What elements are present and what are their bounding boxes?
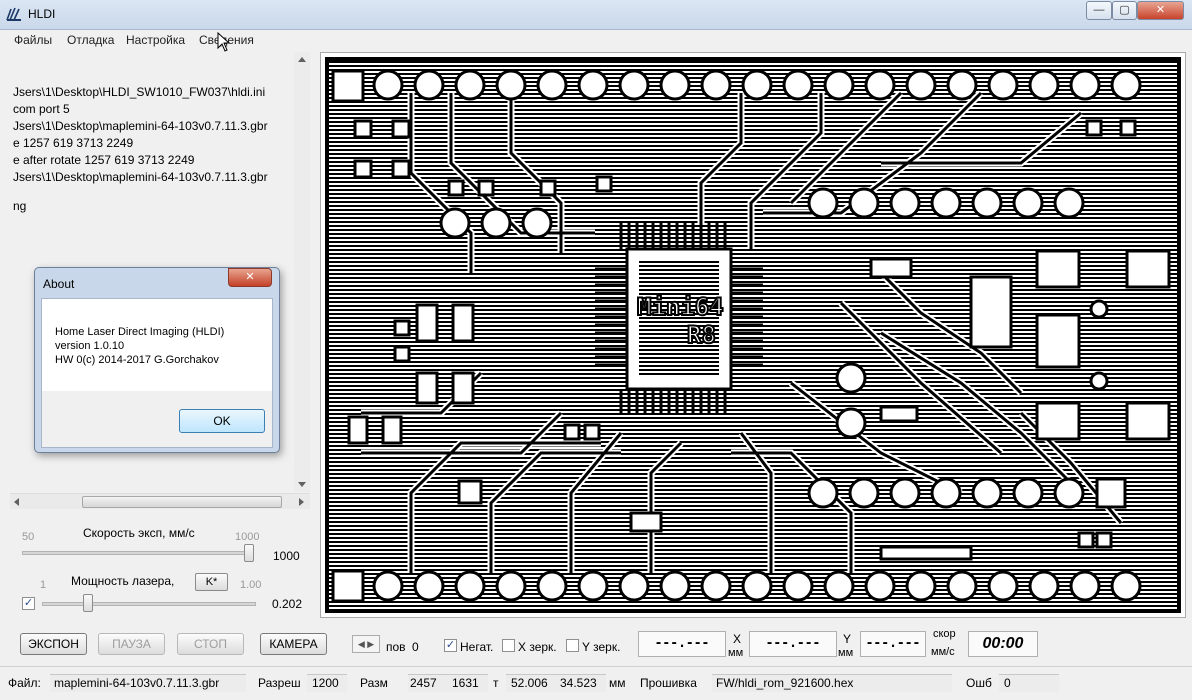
minimize-button[interactable]: —	[1086, 1, 1112, 20]
power-label: Мощность лазера,	[71, 574, 175, 588]
log-line: ng	[13, 199, 27, 213]
speed-value: 1000	[273, 549, 300, 563]
status-file-value: maplemini-64-103v0.7.11.3.gbr	[54, 676, 220, 690]
y-readout: ---.---	[749, 631, 837, 657]
status-firmware-value: FW/hldi_rom_921600.hex	[716, 676, 854, 690]
status-firmware-label: Прошивка	[640, 676, 697, 690]
status-t-label: т	[493, 676, 499, 690]
rotation-label: пов	[386, 640, 406, 654]
speed-max-label: 1000	[235, 531, 260, 543]
mirror-x-label: X зерк.	[518, 640, 557, 654]
dialog-message-area: Home Laser Direct Imaging (HLDI) version…	[42, 299, 272, 391]
log-line: Jsers\1\Desktop\HLDI_SW1010_FW037\hldi.i…	[13, 85, 266, 99]
status-dim-height: 34.523	[560, 676, 597, 690]
mirror-y-label: Y зерк.	[582, 640, 621, 654]
log-line: Jsers\1\Desktop\maplemini-64-103v0.7.11.…	[13, 170, 268, 184]
status-field	[408, 674, 488, 692]
expose-button[interactable]: ЭКСПОН	[20, 633, 87, 655]
log-line: Jsers\1\Desktop\maplemini-64-103v0.7.11.…	[13, 119, 268, 133]
scroll-right-icon[interactable]	[296, 497, 306, 507]
dialog-close-button[interactable]: ✕	[228, 268, 272, 287]
dialog-text-line: HW 0(c) 2014-2017 G.Gorchakov	[55, 354, 219, 366]
speed-readout-unit: мм/с	[931, 646, 955, 658]
title-bar: HLDI — ▢ ✕	[0, 0, 1192, 30]
speed-readout-label: скор	[933, 628, 956, 640]
mirror-x-checkbox[interactable]	[502, 639, 515, 652]
log-vertical-scrollbar[interactable]	[294, 52, 310, 492]
speed-readout: ---.---	[860, 631, 926, 657]
window-title: HLDI	[28, 7, 56, 21]
menu-bar: Файлы Отладка Настройка Сведения	[0, 30, 1192, 50]
x-readout: ---.---	[638, 631, 726, 657]
menu-settings[interactable]: Настройка	[126, 33, 186, 47]
status-field	[712, 674, 952, 692]
power-value: 0.202	[272, 597, 303, 611]
dialog-title: About	[43, 277, 75, 291]
log-line: e after rotate 1257 619 3713 2249	[13, 153, 195, 167]
rotation-spinner[interactable]: ◀ ▶	[352, 635, 380, 653]
x-unit-label: мм	[728, 647, 744, 659]
scroll-left-icon[interactable]	[12, 497, 22, 507]
status-file-label: Файл:	[8, 676, 41, 690]
status-size-height: 1631	[452, 676, 479, 690]
dialog-body: Home Laser Direct Imaging (HLDI) version…	[41, 298, 273, 448]
about-dialog: About ✕ Home Laser Direct Imaging (HLDI)…	[34, 267, 280, 453]
status-error-value: 0	[1004, 676, 1011, 690]
status-resolution-value: 1200	[312, 676, 339, 690]
log-horizontal-scrollbar[interactable]	[10, 493, 310, 509]
negative-label: Негат.	[460, 640, 494, 654]
dialog-ok-button[interactable]: OK	[179, 409, 265, 433]
status-field	[506, 674, 606, 692]
y-unit-label: мм	[838, 647, 854, 659]
status-dim-width: 52.006	[511, 676, 548, 690]
status-size-label: Разм	[360, 676, 388, 690]
pcb-silk-text-1: Mini64	[637, 293, 724, 321]
pause-button[interactable]: ПАУЗА	[98, 633, 165, 655]
mirror-y-checkbox[interactable]	[566, 639, 579, 652]
status-error-label: Ошб	[966, 676, 992, 690]
dialog-text-line: Home Laser Direct Imaging (HLDI)	[55, 326, 225, 338]
negative-checkbox[interactable]: ✓	[444, 639, 457, 652]
log-line: e 1257 619 3713 2249	[13, 136, 134, 150]
y-axis-label: Y	[843, 632, 852, 646]
status-field	[307, 674, 347, 692]
speed-label: Скорость эксп, мм/с	[83, 526, 195, 540]
scroll-thumb[interactable]	[82, 496, 282, 508]
power-min-label: 1	[40, 579, 47, 591]
close-button[interactable]: ✕	[1137, 1, 1184, 20]
rotation-value: 0	[412, 640, 419, 654]
timer-display: 00:00	[968, 631, 1038, 657]
dialog-text-line: version 1.0.10	[55, 340, 125, 352]
speed-min-label: 50	[22, 531, 35, 543]
x-axis-label: X	[733, 632, 742, 646]
power-k-button[interactable]: K*	[195, 573, 228, 591]
pcb-artwork: Mini64 R8	[321, 53, 1185, 617]
status-resolution-label: Разреш	[258, 676, 301, 690]
status-dim-unit: мм	[609, 676, 626, 690]
speed-slider-track[interactable]	[22, 551, 254, 555]
speed-slider-thumb[interactable]	[244, 544, 254, 562]
menu-debug[interactable]: Отладка	[67, 33, 115, 47]
power-enable-checkbox[interactable]: ✓	[22, 597, 35, 610]
menu-files[interactable]: Файлы	[14, 33, 53, 47]
power-slider-thumb[interactable]	[83, 594, 94, 612]
power-max-label: 1.00	[240, 579, 262, 591]
status-size-width: 2457	[410, 676, 437, 690]
status-field	[999, 674, 1059, 692]
power-slider-track[interactable]	[42, 602, 256, 606]
mouse-cursor-icon	[217, 32, 231, 52]
pcb-preview[interactable]: Mini64 R8	[320, 52, 1186, 618]
camera-button[interactable]: КАМЕРА	[260, 633, 327, 655]
app-icon	[6, 7, 21, 21]
log-line: com port 5	[13, 102, 70, 116]
status-field	[50, 674, 246, 692]
stop-button[interactable]: СТОП	[177, 633, 244, 655]
maximize-button[interactable]: ▢	[1112, 1, 1137, 20]
pcb-silk-text-2: R8	[687, 321, 716, 349]
